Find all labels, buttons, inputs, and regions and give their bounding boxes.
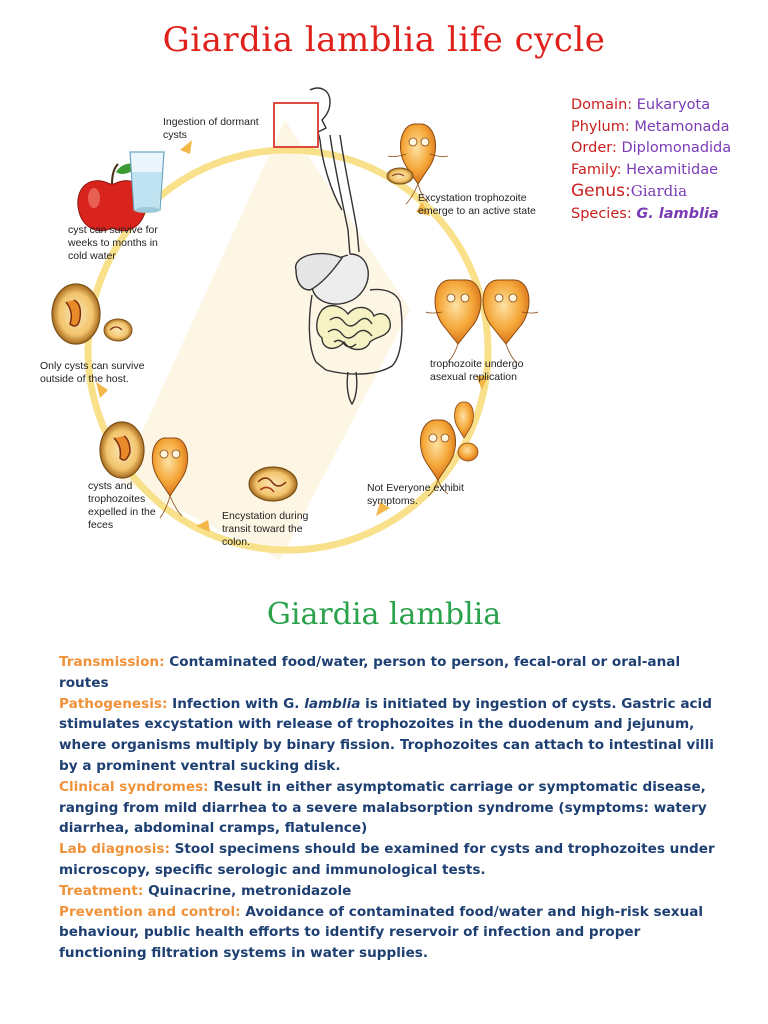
digestive-system <box>295 87 403 406</box>
note-lab-diagnosis: Lab diagnosis: Stool specimens should be… <box>59 839 719 881</box>
label-cold-water: cyst can survive for weeks to months in … <box>68 224 158 262</box>
note-label: Lab diagnosis: <box>59 841 170 858</box>
cysts-trophozoites-expelled <box>99 421 189 519</box>
note-text: Infection with <box>172 695 279 712</box>
label-excystation: Excystation trophozoite emerge to an act… <box>418 192 536 217</box>
note-label: Transmission: <box>59 654 165 670</box>
taxonomy-key: Species <box>571 205 627 222</box>
taxonomy-domain: Domain: Eukaryota <box>571 97 711 113</box>
label-encystation: Encystation during transit toward the co… <box>222 510 309 548</box>
taxonomy-value: Eukaryota <box>636 97 711 113</box>
note-text: Avoidance of contaminated food/water and… <box>59 903 704 962</box>
label-replication: trophozoite undergo asexual replication <box>430 358 524 383</box>
taxonomy-family: Family: Hexamitidae <box>571 161 719 178</box>
note-text: Contaminated food/water, person to perso… <box>59 654 681 691</box>
cyst-encystation <box>248 466 298 502</box>
species-name: lamblia <box>304 695 361 712</box>
note-treatment: Treatment: Quinacrine, metronidazole <box>59 881 719 902</box>
note-label: Treatment: <box>59 882 144 899</box>
taxonomy-key: Phylum <box>571 118 625 135</box>
apple-icon <box>77 163 147 232</box>
note-text: is initiated by ingestion of cysts. Gast… <box>59 695 714 774</box>
taxonomy-order: Order: Diplomonadida <box>571 140 732 156</box>
mouth-highlight <box>273 102 319 148</box>
note-text: Result in either asymptomatic carriage o… <box>59 778 707 837</box>
cyst-outside-host <box>51 283 133 345</box>
water-glass-icon <box>129 151 165 213</box>
page-title: Giardia lamblia life cycle <box>162 20 606 60</box>
note-clinical: Clinical syndromes: Result in either asy… <box>59 777 719 839</box>
taxonomy-value: G. lamblia <box>636 205 719 222</box>
trophozoites-symptoms <box>419 401 479 497</box>
label-expelled: cysts and trophozoites expelled in the f… <box>88 480 156 531</box>
taxonomy-value: Diplomonadida <box>621 140 732 156</box>
taxonomy-key: Genus <box>571 181 626 201</box>
label-ingestion: Ingestion of dormant cysts <box>163 116 259 141</box>
taxonomy-phylum: Phylum: Metamonada <box>571 118 730 135</box>
taxonomy-genus: Genus:Giardia <box>571 181 688 201</box>
notes-section: Transmission: Contaminated food/water, p… <box>59 652 719 964</box>
label-survive-outside: Only cysts can survive outside of the ho… <box>40 360 145 385</box>
section-title: Giardia lamblia <box>266 597 502 632</box>
note-text: Quinacrine, metronidazole <box>148 882 352 899</box>
life-cycle-illustration <box>51 87 539 560</box>
background-beam <box>120 120 410 560</box>
note-prevention: Prevention and control: Avoidance of con… <box>59 902 719 964</box>
cycle-ring <box>84 146 492 554</box>
taxonomy-list: Domain: Eukaryota Phylum: Metamonada Ord… <box>571 95 731 225</box>
note-pathogenesis: Pathogenesis: Infection with G. lamblia … <box>59 694 719 777</box>
taxonomy-key: Domain <box>571 97 628 113</box>
taxonomy-value: Hexamitidae <box>626 161 719 178</box>
note-text: Stool specimens should be examined for c… <box>59 841 715 878</box>
taxonomy-value: Metamonada <box>634 118 730 135</box>
trophozoites-replication <box>425 279 539 363</box>
taxonomy-key: Family <box>571 161 617 178</box>
life-cycle-diagram: Ingestion of dormant cysts Excystation t… <box>30 80 560 560</box>
note-label: Prevention and control: <box>59 903 241 920</box>
note-label: Pathogenesis: <box>59 695 168 712</box>
trophozoites-excystation <box>386 123 449 205</box>
cycle-arrows <box>96 140 488 532</box>
taxonomy-species: Species: G. lamblia <box>571 205 719 222</box>
taxonomy-key: Order <box>571 140 612 156</box>
genus-abbreviation: G. <box>283 695 300 712</box>
taxonomy-value: Giardia <box>630 182 688 200</box>
label-symptoms: Not Everyone exhibit symptoms. <box>367 482 464 507</box>
note-label: Clinical syndromes: <box>59 778 209 795</box>
note-transmission: Transmission: Contaminated food/water, p… <box>59 652 719 694</box>
